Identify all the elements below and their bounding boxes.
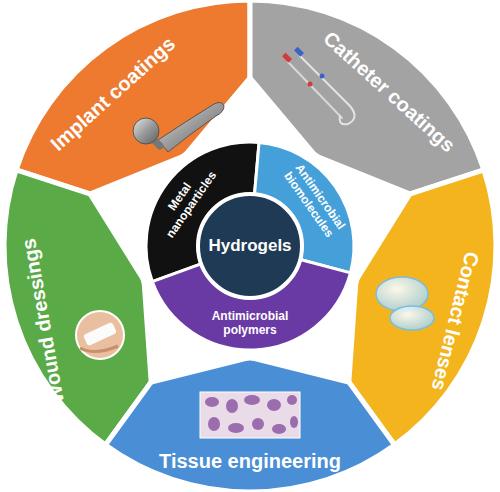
lens (376, 277, 428, 311)
tissue-illustration (200, 392, 300, 438)
cell (272, 424, 286, 434)
node-label: Antimicrobial biomolecules (274, 152, 354, 250)
node-label: Implant coatings (46, 32, 179, 155)
node-label: Contact lenses (426, 249, 483, 393)
sector-shape (16, 0, 250, 211)
implant-neck (150, 136, 160, 146)
implant-head (133, 118, 159, 144)
cell (252, 418, 264, 430)
catheter-hub (294, 47, 304, 57)
cell (226, 399, 238, 413)
implant-illustration (133, 102, 224, 152)
node-label: Catheter coatings (318, 27, 459, 157)
node-label: Tissue engineering (159, 450, 341, 473)
cell (244, 395, 260, 405)
cell (228, 423, 244, 433)
sector-shape (146, 142, 259, 282)
micrograph (200, 392, 300, 438)
wound-illustration (76, 311, 124, 359)
node-label: Antimicrobial polymers (200, 310, 300, 338)
sector-shape (250, 0, 484, 211)
contact-lens-illustration (376, 277, 434, 330)
catheter-illustration (282, 47, 354, 125)
node-label: Metal nanoparticles (147, 154, 225, 248)
catheter-clamp (320, 74, 325, 79)
catheter-clamp (308, 82, 313, 87)
bandage (83, 322, 117, 346)
sector-shape (316, 170, 496, 445)
skin-photo (76, 311, 124, 359)
implant-stem (158, 102, 224, 152)
hand (80, 346, 118, 352)
cell (290, 416, 298, 428)
cell (205, 397, 219, 407)
circle-shape (198, 194, 302, 298)
cell (267, 399, 281, 411)
lens (390, 306, 434, 330)
white-star (86, 74, 413, 385)
sector-shape (4, 170, 184, 445)
catheter-tube (288, 62, 342, 118)
cell (287, 395, 297, 405)
sector-shape (152, 259, 350, 350)
sector-shape (105, 337, 394, 492)
node-label: Wound dressings (17, 237, 69, 406)
catheter-hub (282, 53, 292, 63)
sector-shape (255, 142, 354, 273)
catheter-tube (300, 56, 355, 124)
center-label: Hydrogels (208, 236, 291, 256)
cell (208, 417, 220, 431)
